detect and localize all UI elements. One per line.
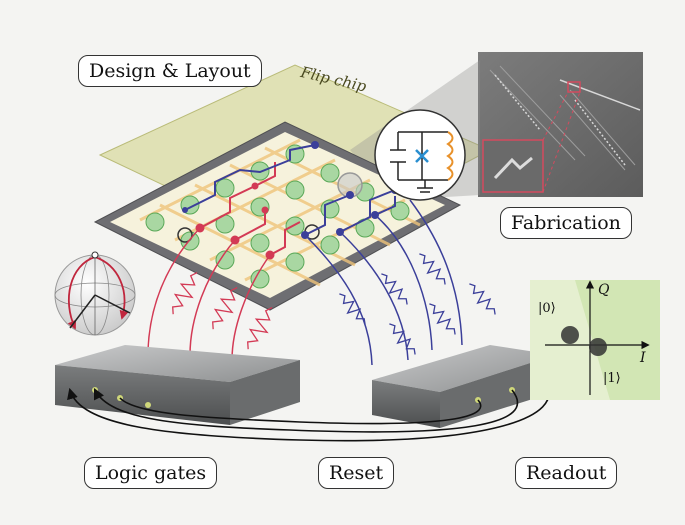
red-pulses <box>172 271 273 350</box>
logic-gates-label: Logic gates <box>84 457 218 489</box>
bloch-sphere <box>54 251 136 336</box>
q-axis-label: Q <box>598 282 610 298</box>
fabrication-label: Fabrication <box>500 207 632 239</box>
red-control-lines <box>199 162 301 256</box>
control-box-left <box>55 345 300 425</box>
control-box-right <box>372 345 555 428</box>
circuit-inset <box>374 109 466 201</box>
i-axis-label: I <box>639 350 646 366</box>
reset-label: Reset <box>318 457 395 489</box>
state0-label: |0⟩ <box>538 301 556 316</box>
iq-plot: Q I |0⟩ |1⟩ <box>530 280 660 400</box>
state0-cluster <box>561 326 579 344</box>
blue-pulses <box>339 253 496 355</box>
blue-control-lines <box>184 144 396 236</box>
state1-cluster <box>589 338 607 356</box>
design-layout-label: Design & Layout <box>78 55 262 87</box>
readout-label: Readout <box>515 457 618 489</box>
state1-label: |1⟩ <box>603 371 621 386</box>
blue-cables <box>304 199 463 366</box>
fabrication-sem-image <box>478 52 643 197</box>
feedback-arcs <box>67 379 550 442</box>
red-cables <box>147 227 271 361</box>
chip-surface <box>110 132 445 298</box>
